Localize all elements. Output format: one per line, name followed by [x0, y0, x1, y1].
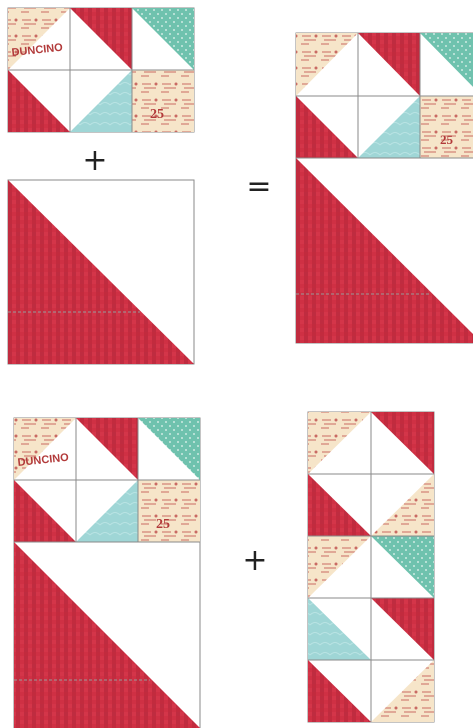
combined-block-bottom-left: DUNCINO 25 [13, 417, 201, 728]
svg-text:25: 25 [440, 132, 454, 147]
svg-text:DUNCINO: DUNCINO [17, 452, 70, 469]
svg-text:DUNCINO: DUNCINO [11, 42, 64, 59]
plus-operator-top: + [82, 143, 108, 178]
small-hst-block-top: DUNCINO 25 [7, 7, 195, 133]
hst-vertical-strip [307, 411, 435, 723]
equals-operator: = [246, 169, 272, 204]
svg-text:25: 25 [156, 517, 170, 532]
large-hst-top [7, 179, 195, 365]
svg-text:25: 25 [150, 107, 164, 122]
combined-block-top-right: 25 [295, 32, 473, 344]
plus-operator-bottom: + [242, 543, 268, 578]
